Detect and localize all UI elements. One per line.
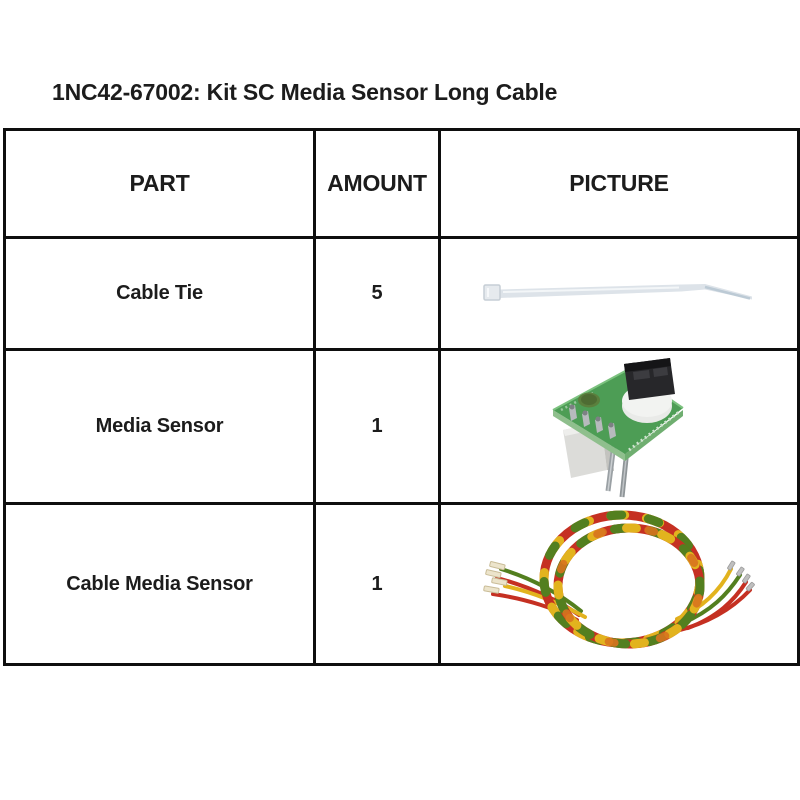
- table-row-cable-media-sensor: Cable Media Sensor 1: [3, 502, 800, 666]
- amount-cell: 5: [313, 236, 441, 351]
- table-row-cable-tie: Cable Tie 5: [3, 236, 800, 351]
- page-title: 1NC42-67002: Kit SC Media Sensor Long Ca…: [52, 79, 558, 105]
- media-sensor-image: [552, 357, 684, 497]
- picture-cell: [438, 502, 800, 666]
- part-name-cell: Cable Tie: [3, 236, 316, 351]
- picture-cell: [438, 236, 800, 351]
- amount-cell: 1: [313, 502, 441, 666]
- column-header-part: PART: [3, 128, 316, 239]
- cable-tie-image: [483, 283, 752, 301]
- cable-media-sensor-image: [483, 510, 755, 648]
- part-name-cell: Cable Media Sensor: [3, 502, 316, 666]
- picture-cell: [438, 348, 800, 505]
- table-row-media-sensor: Media Sensor 1: [3, 348, 800, 505]
- column-header-picture: PICTURE: [438, 128, 800, 239]
- header-row: PART AMOUNT PICTURE: [3, 128, 800, 239]
- part-name-cell: Media Sensor: [3, 348, 316, 505]
- amount-cell: 1: [313, 348, 441, 505]
- column-header-amount: AMOUNT: [313, 128, 441, 239]
- parts-table: PART AMOUNT PICTURE Cable Tie 5: [3, 128, 800, 666]
